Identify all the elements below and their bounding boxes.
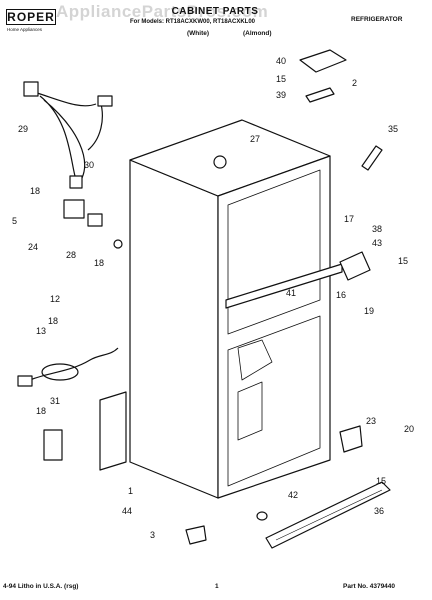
access-cover [43, 429, 63, 461]
callout-label: 36 [374, 506, 384, 516]
callout-label: 39 [276, 90, 286, 100]
footer-print-info: 4-94 Litho in U.S.A. (rsg) [3, 583, 79, 590]
callout-label: 13 [36, 326, 46, 336]
callout-label: 18 [30, 186, 40, 196]
callout-label: 12 [50, 294, 60, 304]
brand-subtitle: Home Appliances [7, 27, 43, 32]
callout-label: 31 [50, 396, 60, 406]
center-hinge [339, 251, 371, 281]
callout-label: 15 [276, 74, 286, 84]
back-panel [99, 391, 127, 471]
callout-label: 20 [404, 424, 414, 434]
brand-logo-box [6, 9, 56, 25]
brand-name: ROPER [7, 10, 55, 24]
callout-label: 19 [364, 306, 374, 316]
callout-label: 17 [344, 214, 354, 224]
callout-label: 23 [366, 416, 376, 426]
cabinet-body [129, 119, 331, 499]
callout-label: 28 [66, 250, 76, 260]
callout-label: 3 [150, 530, 155, 540]
wire-harness [33, 91, 103, 181]
power-cord [29, 347, 119, 381]
callout-label: 1 [128, 486, 133, 496]
callout-label: 41 [286, 288, 296, 298]
kick-plate [265, 481, 391, 549]
callout-label: 38 [372, 224, 382, 234]
callout-label: 35 [388, 124, 398, 134]
door-handle [361, 145, 383, 171]
callout-label: 40 [276, 56, 286, 66]
model-line: For Models: RT18ACXKW00, RT18ACXKL00 [130, 19, 256, 25]
roller [256, 511, 268, 521]
variant-white: (White) [187, 30, 210, 37]
light-switch [63, 199, 85, 219]
callout-label: 44 [122, 506, 132, 516]
callout-label: 43 [372, 238, 382, 248]
footer-part-number: Part No. 4379440 [343, 583, 396, 590]
callout-label: 27 [250, 134, 260, 144]
callout-label: 2 [352, 78, 357, 88]
callout-label: 24 [28, 242, 38, 252]
callout-label: 16 [336, 290, 346, 300]
footer-page-number: 1 [215, 583, 219, 590]
callout-label: 5 [12, 216, 17, 226]
page-title: CABINET PARTS [171, 6, 259, 17]
leveler-clip [185, 525, 207, 545]
callout-label: 42 [288, 490, 298, 500]
grommet [113, 239, 123, 249]
variant-almond: (Almond) [243, 30, 272, 37]
callout-label: 18 [36, 406, 46, 416]
control-knob [213, 155, 227, 169]
callout-label: 18 [48, 316, 58, 326]
callout-label: 18 [94, 258, 104, 268]
watermark: AppliancePartsPros.com [56, 2, 269, 21]
bottom-hinge [339, 425, 363, 453]
category-label: REFRIGERATOR [351, 16, 403, 23]
divider-bar [225, 263, 343, 309]
top-hinge [305, 87, 335, 103]
callout-label: 30 [84, 160, 94, 170]
brand-logo: ROPER Home Appliances [6, 9, 56, 35]
hinge-cover [299, 49, 347, 73]
callout-label: 15 [376, 476, 386, 486]
callout-label: 15 [398, 256, 408, 266]
callout-label: 29 [18, 124, 28, 134]
